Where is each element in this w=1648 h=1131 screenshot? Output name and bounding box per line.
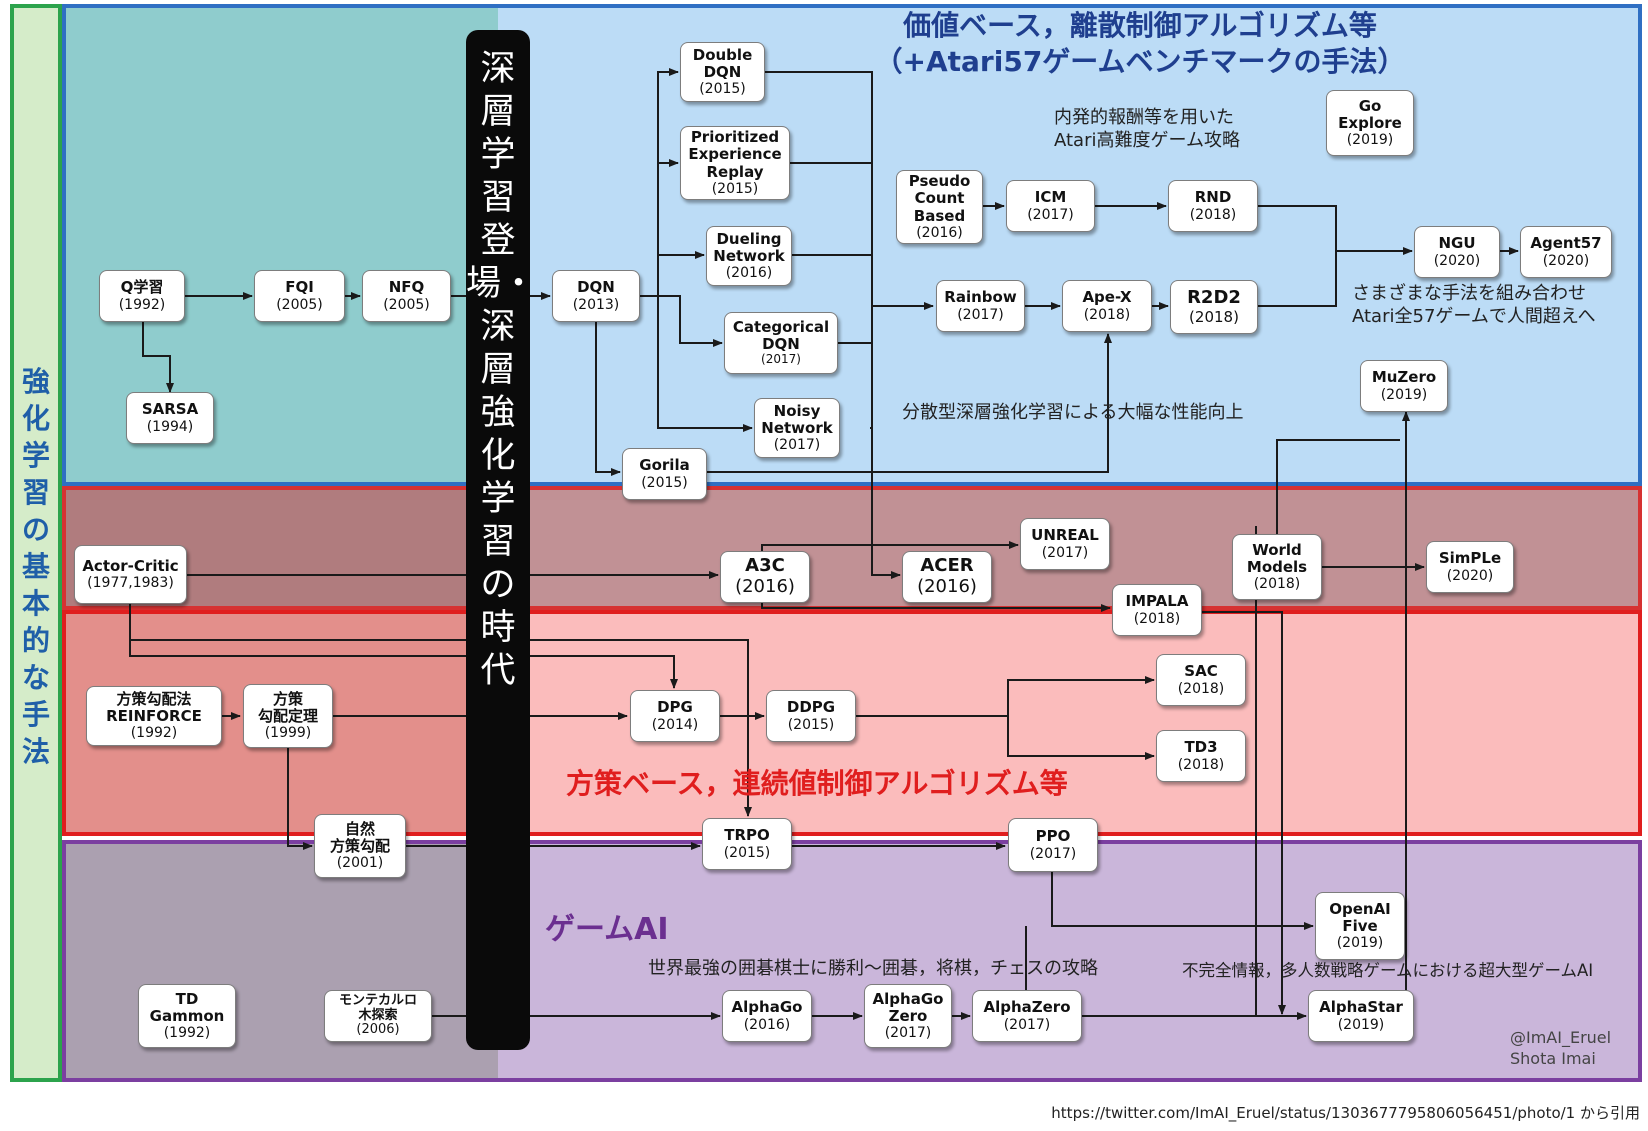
node-q-learning: Q学習(1992): [99, 270, 185, 322]
node-agent57: Agent57(2020): [1520, 226, 1612, 278]
node-rainbow: Rainbow(2017): [936, 280, 1025, 332]
node-go-explore: Go Explore(2019): [1326, 90, 1414, 156]
node-rnd: RND(2018): [1168, 180, 1258, 232]
node-dueling-network: Dueling Network(2016): [706, 226, 792, 286]
node-td-gammon: TD Gammon(1992): [138, 984, 236, 1048]
credit: @ImAI_Eruel Shota Imai: [1510, 1028, 1612, 1068]
basic-methods-band: 強化学習の基本的な手法: [10, 4, 62, 1082]
node-alphago: AlphaGo(2016): [722, 990, 812, 1042]
node-pseudo-count-based: Pseudo Count Based(2016): [896, 170, 983, 244]
value-based-heading: 価値ベース，離散制御アルゴリズム等 （+Atari57ゲームベンチマークの手法）: [874, 9, 1406, 79]
node-natural-policy-gradient: 自然 方策勾配(2001): [314, 814, 406, 878]
note-intrinsic: 内発的報酬等を用いた Atari高難度ゲーム攻略: [1054, 107, 1240, 152]
node-actor-critic: Actor-Critic(1977,1983): [74, 545, 187, 604]
node-ddpg: DDPG(2015): [766, 690, 856, 742]
node-world-models: World Models(2018): [1232, 534, 1322, 600]
node-alphazero: AlphaZero(2017): [972, 990, 1082, 1042]
node-dqn: DQN(2013): [552, 270, 640, 322]
node-alphago-zero: AlphaGo Zero(2017): [864, 984, 952, 1048]
node-reinforce: 方策勾配法 REINFORCE(1992): [86, 686, 222, 746]
node-noisy-network: Noisy Network(2017): [754, 398, 840, 458]
node-dpg: DPG(2014): [630, 690, 720, 742]
node-ngu: NGU(2020): [1414, 226, 1500, 278]
node-trpo: TRPO(2015): [702, 818, 792, 870]
source-citation: https://twitter.com/ImAI_Eruel/status/13…: [1051, 1104, 1640, 1122]
node-icm: ICM(2017): [1006, 180, 1095, 232]
node-prioritized-experience-replay: Prioritized Experience Replay(2015): [680, 126, 790, 200]
node-td3: TD3(2018): [1156, 730, 1246, 782]
node-acer: ACER(2016): [902, 551, 992, 603]
node-nfq: NFQ(2005): [362, 270, 451, 322]
node-simple: SimPLe(2020): [1426, 541, 1514, 593]
node-impala: IMPALA(2018): [1112, 584, 1202, 636]
node-double-dqn: Double DQN(2015): [680, 42, 765, 102]
node-sarsa: SARSA(1994): [126, 392, 214, 444]
node-openai-five: OpenAI Five(2019): [1315, 892, 1405, 960]
node-ppo: PPO(2017): [1008, 818, 1098, 872]
node-r2d2: R2D2(2018): [1170, 280, 1258, 334]
node-categorical-dqn: Categorical DQN(2017): [724, 312, 838, 374]
note-combine: さまざまな手法を組み合わせ Atari全57ゲームで人間超えへ: [1352, 283, 1596, 328]
node-alphastar: AlphaStar(2019): [1308, 990, 1414, 1042]
node-sac: SAC(2018): [1156, 654, 1246, 706]
node-policy-gradient-theorem: 方策 勾配定理(1999): [243, 684, 333, 748]
note-go: 世界最強の囲碁棋士に勝利～囲碁，将棋，チェスの攻略: [648, 958, 1098, 979]
note-imperfect: 不完全情報，多人数戦略ゲームにおける超大型ゲームAI: [1182, 961, 1594, 980]
node-ape-x: Ape-X(2018): [1062, 280, 1152, 332]
node-a3c: A3C(2016): [720, 551, 810, 603]
node-mcts: モンテカルロ 木探索(2006): [324, 990, 432, 1042]
policy-based-heading: 方策ベース，連続値制御アルゴリズム等: [566, 767, 1068, 800]
node-fqi: FQI(2005): [254, 270, 345, 322]
node-gorila: Gorila(2015): [622, 448, 707, 500]
side-label: 強化学習の基本的な手法: [21, 365, 50, 768]
note-distributed: 分散型深層強化学習による大幅な性能向上: [902, 402, 1244, 423]
deep-learning-era-bar: 深層学習登場・深層強化学習の時代: [466, 30, 537, 1050]
game-ai-heading: ゲームAI: [545, 912, 669, 947]
node-muzero: MuZero(2019): [1360, 360, 1448, 412]
era-label: 深層学習登場・深層強化学習の時代: [466, 49, 537, 691]
node-unreal: UNREAL(2017): [1020, 518, 1110, 570]
